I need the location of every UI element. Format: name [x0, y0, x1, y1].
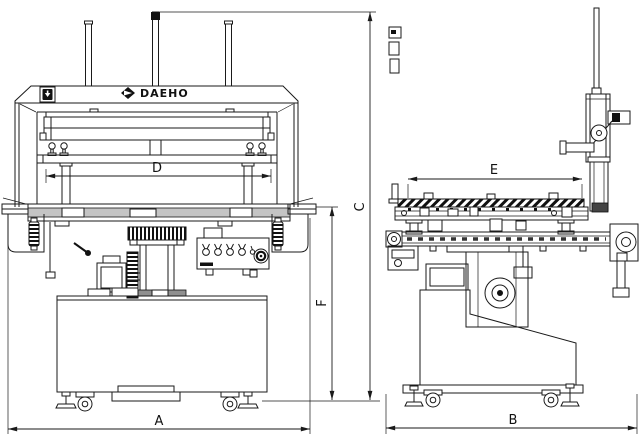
side-view: E [385, 7, 639, 434]
dimension-D: D [45, 161, 272, 183]
arrow-plate-icon [39, 86, 56, 103]
right-hanging-jack [612, 252, 630, 298]
dimension-F: F [262, 206, 380, 402]
selector-switch-icon [226, 243, 234, 256]
side-base-cabinet [402, 263, 584, 394]
caster-wheel-icon [543, 392, 559, 408]
drive-pulley-icon [615, 231, 637, 253]
daeho-logo: DAEHO [121, 87, 189, 100]
brand-text: DAEHO [140, 87, 189, 100]
mast-column [559, 7, 631, 213]
front-base-cabinet [56, 287, 268, 402]
front-table [27, 203, 291, 227]
side-table [388, 183, 589, 235]
panel-nameplate [200, 262, 213, 266]
lever-knob-icon [85, 250, 91, 256]
dim-label-F: F [315, 299, 330, 306]
left-side-bracket [1, 197, 56, 279]
dimension-B: B [385, 394, 638, 434]
side-caster-right [541, 383, 580, 408]
selector-switch-icon [202, 243, 210, 256]
clamp-bolt-icon [47, 142, 57, 156]
control-panel [196, 227, 270, 278]
lift-column [73, 226, 187, 299]
dim-label-C: C [353, 202, 368, 211]
front-view: DAEHO [1, 11, 380, 434]
dimension-C: C [158, 11, 376, 400]
selector-switch-icon [238, 243, 246, 256]
dim-label-A: A [155, 414, 164, 429]
mast-pulley-icon [590, 124, 608, 142]
side-caster-left [404, 385, 443, 408]
clamp-bolt-icon [257, 142, 267, 156]
front-top-rods [84, 11, 233, 87]
diamond-arrow-icon [121, 87, 135, 99]
frame-clamps [47, 142, 267, 156]
dim-label-B: B [509, 413, 518, 428]
under-table-rail [385, 223, 639, 298]
screen-frame [36, 154, 278, 204]
clamp-dots [408, 208, 565, 211]
caster-wheel-icon [222, 396, 238, 412]
left-rail-housing [387, 245, 419, 271]
clamp-bolt-icon [59, 142, 69, 156]
foot-pedal [117, 385, 175, 393]
dimension-E: E [407, 163, 583, 198]
front-caster-right [220, 391, 259, 412]
clamp-bolt-icon [245, 142, 255, 156]
dim-label-D: D [152, 161, 162, 176]
caster-wheel-icon [77, 396, 93, 412]
front-caster-left [55, 391, 95, 412]
squeegee-beam [39, 108, 275, 156]
rail-end-roller-icon [387, 232, 401, 246]
dimension-A: A [7, 218, 311, 434]
side-edge-plates [388, 26, 402, 74]
caster-wheel-icon [425, 392, 441, 408]
dim-label-E: E [490, 163, 498, 178]
emergency-stop-button-icon [253, 248, 269, 264]
right-side-bracket [271, 197, 317, 253]
selector-switch-icon [214, 243, 222, 256]
